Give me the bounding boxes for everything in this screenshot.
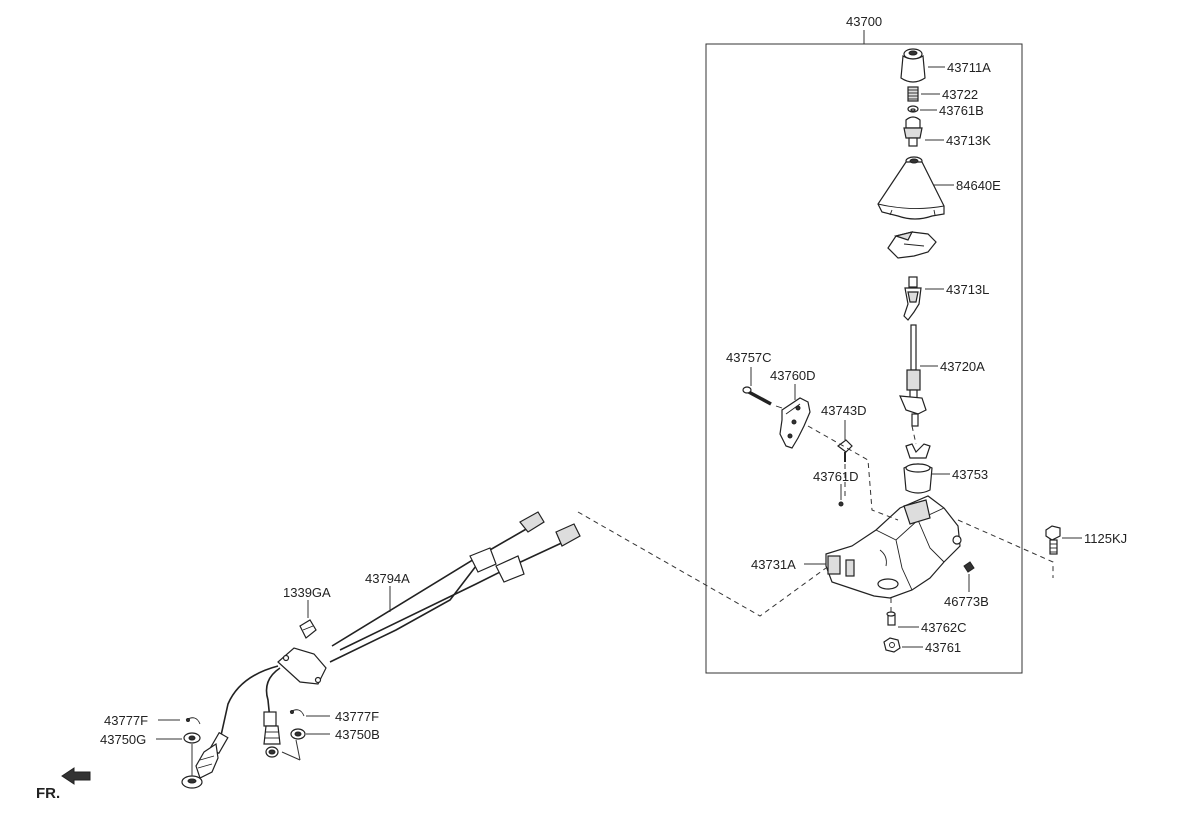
- label-washer-left: 43750G: [100, 732, 146, 747]
- washer-left-part: [183, 732, 201, 744]
- collar-part: [886, 611, 896, 626]
- label-grommet: 46773B: [944, 594, 989, 609]
- pin-left-part: [185, 717, 201, 725]
- label-spring: 43722: [942, 87, 978, 102]
- label-front-marker: FR.: [36, 785, 60, 802]
- label-assembly: 43700: [846, 14, 882, 29]
- cable-end-right-part: [263, 711, 281, 758]
- lever-rod-part: [899, 324, 927, 427]
- spring-part: [907, 86, 919, 102]
- label-bush-top: 43761B: [939, 103, 984, 118]
- pin-right-part: [289, 709, 305, 717]
- label-washer-right: 43750B: [335, 727, 380, 742]
- cable-end-left-part: [181, 731, 229, 789]
- boot-part: [877, 156, 945, 220]
- label-bolt-43757c: 43757C: [726, 350, 772, 365]
- boot-retainer-part: [887, 231, 937, 259]
- label-housing: 43731A: [751, 557, 796, 572]
- washer-right-part: [290, 728, 306, 740]
- cable-part: [219, 511, 581, 741]
- pin-part: [838, 501, 844, 507]
- label-lever-upper: 43713L: [946, 282, 989, 297]
- bushing-part: [903, 443, 933, 494]
- label-clip: 43743D: [821, 403, 867, 418]
- label-pin: 43761D: [813, 469, 859, 484]
- bolt-43757c-part: [742, 386, 783, 409]
- lever-upper-part: [903, 276, 922, 321]
- clip-1339ga-part: [299, 619, 317, 639]
- label-pin-right: 43777F: [335, 709, 379, 724]
- label-collar: 43762C: [921, 620, 967, 635]
- label-boot: 84640E: [956, 178, 1001, 193]
- clip-part: [837, 439, 853, 462]
- label-clip-1339ga: 1339GA: [283, 585, 331, 600]
- bolt-1125kj-part: [1045, 525, 1061, 555]
- label-knob: 43711A: [947, 60, 991, 75]
- bracket-part: [779, 397, 811, 449]
- label-bracket: 43760D: [770, 368, 816, 383]
- grommet-part: [963, 561, 975, 573]
- label-knob-adapter: 43713K: [946, 133, 991, 148]
- knob-part: [900, 48, 926, 83]
- label-pin-left: 43777F: [104, 713, 148, 728]
- knob-adapter-part: [903, 116, 923, 147]
- label-cable: 43794A: [365, 571, 410, 586]
- nut-part: [883, 637, 901, 653]
- housing-part: [825, 495, 962, 599]
- label-lever-rod: 43720A: [940, 359, 985, 374]
- label-bolt-1125kj: 1125KJ: [1084, 531, 1127, 546]
- front-arrow-icon: [61, 767, 91, 785]
- bush-top-part: [907, 105, 919, 113]
- label-bushing: 43753: [952, 467, 988, 482]
- label-nut: 43761: [925, 640, 961, 655]
